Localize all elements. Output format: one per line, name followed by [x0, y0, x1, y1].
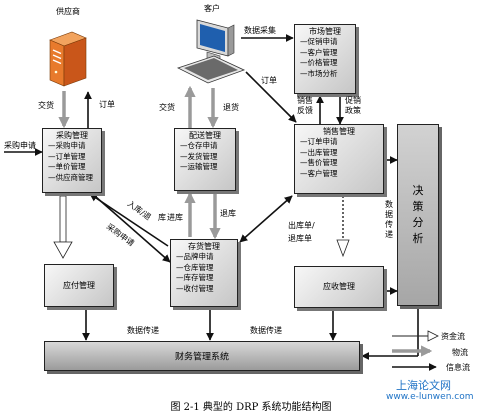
module-item: 收付管理 [176, 284, 237, 295]
module-item: 运输管理 [180, 162, 235, 173]
module-item: 发货管理 [180, 152, 235, 163]
label-stock-return: 退库 [220, 209, 236, 218]
label-return-goods: 退货 [223, 103, 239, 112]
module-item: 订单管理 [48, 152, 101, 163]
payable-module-title: 应付管理 [63, 280, 95, 290]
purchase-module-items: 采购申请 订单管理 单价管理 供应商管理 [48, 141, 101, 183]
module-item: 品牌申请 [176, 252, 237, 263]
flow-customer-order [245, 71, 297, 123]
finance-system-bar[interactable]: 财务管理系统 [44, 341, 360, 371]
module-item: 价格管理 [300, 58, 355, 69]
market-module-title: 市场管理 [309, 27, 341, 36]
module-item: 仓库管理 [176, 263, 237, 274]
label-delivery-goods-customer: 交货 [159, 103, 175, 112]
label-order-supplier: 订单 [99, 100, 115, 109]
capital-flow-purchase-to-payable [53, 195, 73, 259]
label-customer-order: 订单 [261, 76, 277, 85]
module-item: 客户管理 [300, 169, 383, 180]
payable-module[interactable]: 应付管理 [44, 264, 114, 307]
module-item: 订单申请 [300, 137, 383, 148]
watermark: 上海论文网 [396, 379, 451, 392]
stock-module-title: 存货管理 [188, 242, 220, 251]
receivable-module[interactable]: 应收管理 [294, 266, 384, 308]
label-promotion-policy: 促销 政策 [345, 96, 361, 115]
stock-module-items: 品牌申请 仓库管理 库存管理 收付管理 [176, 252, 237, 294]
delivery-module-items: 仓存申请 发货管理 运输管理 [180, 141, 235, 173]
watermark-url: www.e-lunwen.com [386, 392, 474, 402]
label-data-transfer-bottom-2: 数据传递 [250, 326, 282, 335]
label-sales-feedback: 销售 反馈 [297, 96, 313, 115]
delivery-module-title: 配送管理 [189, 131, 221, 140]
module-item: 库存管理 [176, 273, 237, 284]
label-stock-in: 进库 [167, 213, 183, 222]
label-out-return-2: 退库单 [288, 234, 312, 243]
legend-material-flow: 物流 [452, 348, 468, 357]
module-item: 仓存申请 [180, 141, 235, 152]
label-data-transfer-bottom-1: 数据传递 [127, 326, 159, 335]
label-purchase-request: 采购申请 [4, 141, 36, 150]
supplier-label: 供应商 [56, 7, 80, 16]
market-module-items: 促销申请 客户管理 价格管理 市场分析 [300, 37, 355, 79]
legend-info-flow: 信息流 [446, 363, 470, 372]
purchase-module-title: 采购管理 [56, 131, 88, 140]
server-icon [49, 31, 87, 87]
module-item: 市场分析 [300, 69, 355, 80]
label-out-return-1: 出库单/ [288, 221, 315, 230]
label-in-return-cont: 库 [158, 213, 166, 222]
market-module[interactable]: 市场管理 促销申请 客户管理 价格管理 市场分析 [294, 24, 356, 94]
finance-system-label: 财务管理系统 [174, 352, 229, 363]
label-data-transfer-right: 数据传递 [385, 200, 393, 239]
computer-icon [176, 19, 246, 84]
legend-capital-flow: 资金流 [441, 332, 465, 341]
module-item: 客户管理 [300, 48, 355, 59]
sales-module-items: 订单申请 出库管理 售价管理 客户管理 [300, 137, 383, 179]
capital-flow-sales-to-receivable [336, 196, 350, 258]
flow-purchase-to-stock [95, 196, 171, 263]
decision-analysis-module[interactable]: 决策分析 [397, 124, 439, 306]
figure-caption: 图 2-1 典型的 DRP 系统功能结构图 [170, 402, 332, 413]
label-delivery-goods-supplier: 交货 [38, 101, 54, 110]
module-item: 售价管理 [300, 158, 383, 169]
module-item: 采购申请 [48, 141, 101, 152]
stock-module[interactable]: 存货管理 品牌申请 仓库管理 库存管理 收付管理 [170, 239, 238, 307]
module-item: 促销申请 [300, 37, 355, 48]
module-item: 供应商管理 [48, 173, 101, 184]
delivery-module[interactable]: 配送管理 仓存申请 发货管理 运输管理 [174, 128, 236, 191]
customer-label: 客户 [204, 4, 220, 13]
module-item: 单价管理 [48, 162, 101, 173]
module-item: 出库管理 [300, 148, 383, 159]
receivable-module-title: 应收管理 [323, 282, 355, 291]
purchase-module[interactable]: 采购管理 采购申请 订单管理 单价管理 供应商管理 [42, 128, 102, 193]
legend [392, 330, 439, 371]
flow-sales-stock [239, 195, 293, 243]
decision-analysis-label: 决策分析 [412, 184, 424, 245]
label-data-collection: 数据采集 [244, 26, 276, 35]
sales-module-title: 销售管理 [323, 127, 355, 136]
sales-module[interactable]: 销售管理 订单申请 出库管理 售价管理 客户管理 [294, 124, 384, 194]
